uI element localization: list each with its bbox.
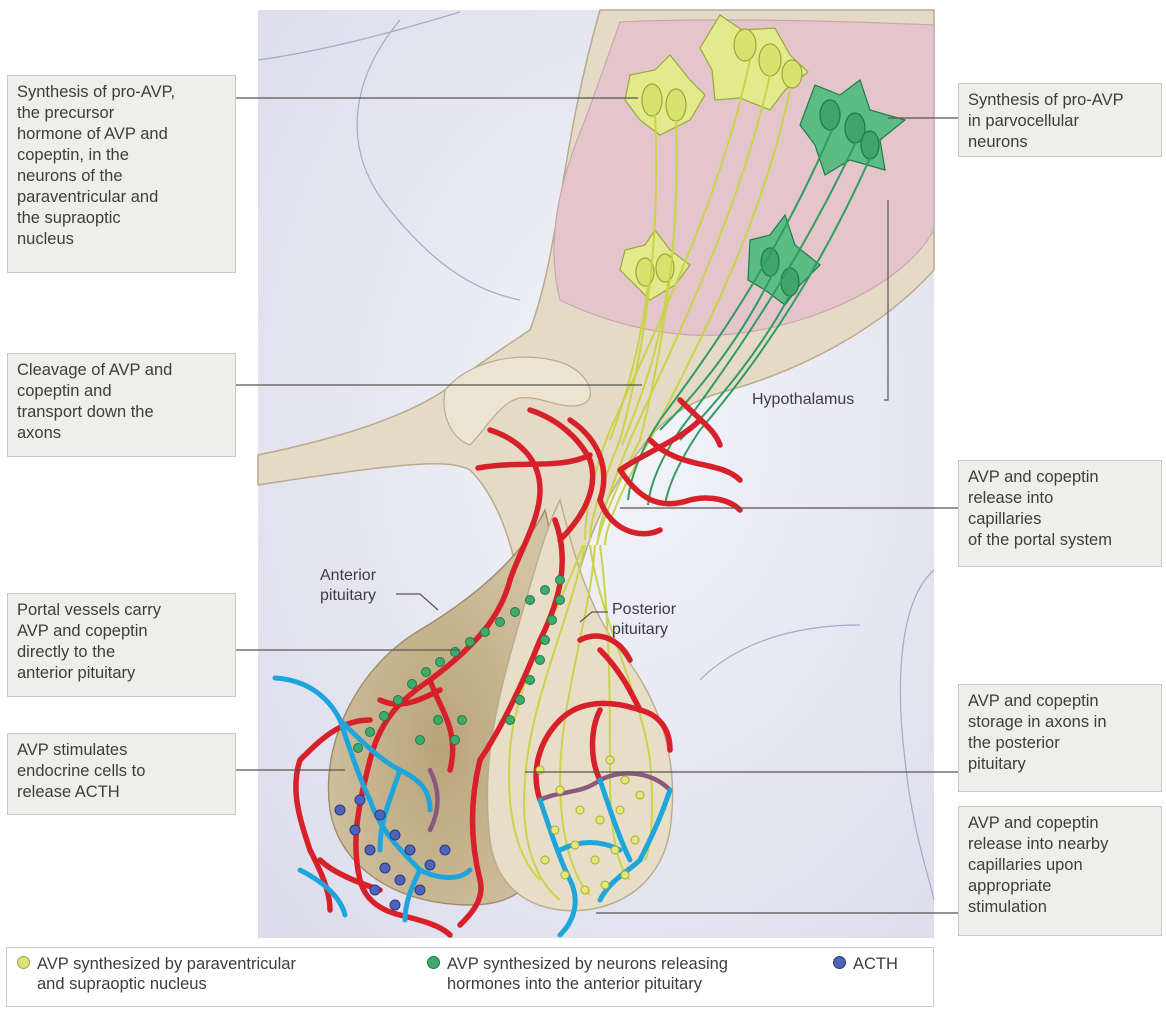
callout-stimulates-acth: AVP stimulates endocrine cells to releas…	[7, 733, 236, 815]
label-hypothalamus: Hypothalamus	[752, 390, 854, 410]
legend-dot-blue	[833, 956, 846, 969]
legend-dot-green	[427, 956, 440, 969]
legend: AVP synthesized by paraventricular and s…	[6, 947, 934, 1007]
label-posterior-pituitary: Posterior pituitary	[612, 600, 676, 640]
callout-synthesis-pro-avp: Synthesis of pro-AVP, the precursor horm…	[7, 75, 236, 273]
legend-item-yellow: AVP synthesized by paraventricular and s…	[37, 954, 296, 994]
callout-storage-posterior: AVP and copeptin storage in axons in the…	[958, 684, 1162, 792]
callout-portal-vessels: Portal vessels carry AVP and copeptin di…	[7, 593, 236, 697]
callout-release-portal: AVP and copeptin release into capillarie…	[958, 460, 1162, 567]
legend-item-green: AVP synthesized by neurons releasing hor…	[447, 954, 728, 994]
legend-item-acth: ACTH	[853, 954, 898, 974]
callout-release-nearby: AVP and copeptin release into nearby cap…	[958, 806, 1162, 936]
label-anterior-pituitary: Anterior pituitary	[320, 566, 376, 606]
legend-dot-yellow	[17, 956, 30, 969]
callout-synthesis-parvocellular: Synthesis of pro-AVP in parvocellular ne…	[958, 83, 1162, 157]
callout-cleavage: Cleavage of AVP and copeptin and transpo…	[7, 353, 236, 457]
